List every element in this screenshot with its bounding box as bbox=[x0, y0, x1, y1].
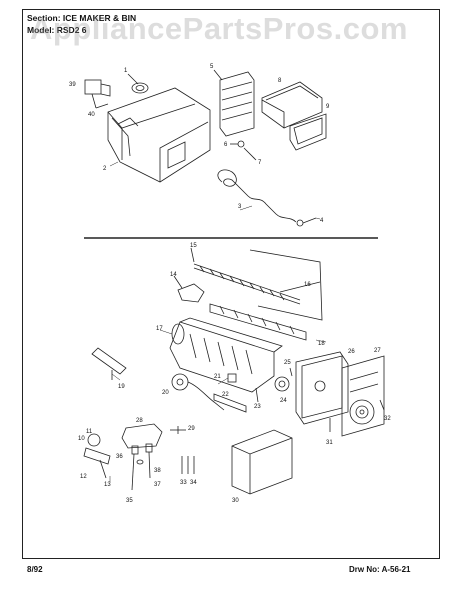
box-part-30 bbox=[231, 429, 293, 495]
part-label: 3 bbox=[238, 204, 242, 210]
mold-part-17 bbox=[169, 317, 283, 393]
part-label: 22 bbox=[222, 392, 229, 398]
part-label: 27 bbox=[374, 348, 381, 354]
tubes-part-36-37-38 bbox=[131, 451, 151, 491]
part-label: 28 bbox=[136, 418, 143, 424]
part-label: 36 bbox=[116, 454, 123, 460]
part-label: 31 bbox=[326, 440, 333, 446]
part-label: 12 bbox=[80, 474, 87, 480]
part-label: 35 bbox=[126, 498, 133, 504]
part-label: 39 bbox=[69, 82, 76, 88]
part-label: 8 bbox=[278, 78, 282, 84]
part-label: 40 bbox=[88, 112, 95, 118]
ejector-part-15 bbox=[190, 247, 301, 305]
screw-part-32 bbox=[379, 399, 385, 411]
screw-part-23 bbox=[255, 387, 259, 403]
part-label: 34 bbox=[190, 480, 197, 486]
shutoff-arm-part-14 bbox=[173, 275, 205, 303]
part-label: 5 bbox=[210, 64, 214, 70]
bearing-part-24 bbox=[274, 376, 290, 392]
footer-date: 8/92 bbox=[27, 565, 43, 574]
part-label: 21 bbox=[214, 374, 221, 380]
part-label: 30 bbox=[232, 498, 239, 504]
part-number-labels: 1 2 3 4 5 6 7 8 9 39 40 14 15 16 17 18 1… bbox=[69, 64, 391, 504]
module-part-27 bbox=[341, 355, 385, 437]
model-title: Model: RSD2 6 bbox=[27, 25, 87, 35]
part-label: 38 bbox=[154, 468, 161, 474]
diagram-frame bbox=[22, 9, 440, 559]
screws-part-33-34 bbox=[181, 456, 195, 474]
part-label: 13 bbox=[104, 482, 111, 488]
part-label: 20 bbox=[162, 390, 169, 396]
part-label: 25 bbox=[284, 360, 291, 366]
housing-part-26 bbox=[295, 351, 349, 425]
valve-part-28 bbox=[121, 423, 163, 455]
part-label: 37 bbox=[154, 482, 161, 488]
part-label: 2 bbox=[103, 166, 107, 172]
section-title: Section: ICE MAKER & BIN bbox=[27, 13, 137, 23]
part-label: 26 bbox=[348, 349, 355, 355]
switch-part-21 bbox=[227, 373, 237, 383]
valve-coil-part-10-13 bbox=[83, 433, 111, 479]
part-label: 10 bbox=[78, 436, 85, 442]
part-label: 24 bbox=[280, 398, 287, 404]
part-label: 14 bbox=[170, 272, 177, 278]
part-label: 15 bbox=[190, 243, 197, 249]
motor-part-39 bbox=[84, 79, 111, 109]
auger-part-5 bbox=[213, 69, 255, 137]
cover-part-9 bbox=[289, 113, 327, 151]
fill-cup-part-19 bbox=[91, 347, 127, 380]
part-label: 9 bbox=[326, 104, 330, 110]
heater-part-22 bbox=[213, 393, 247, 413]
part-label: 23 bbox=[254, 404, 261, 410]
footer-drawing-number: Drw No: A-56-21 bbox=[349, 565, 411, 574]
door-part-8 bbox=[261, 81, 323, 129]
part-label: 7 bbox=[258, 160, 262, 166]
cover-part-16 bbox=[249, 249, 323, 321]
part-label: 17 bbox=[156, 326, 163, 332]
part-label: 16 bbox=[304, 282, 311, 288]
screw-part-29 bbox=[170, 426, 186, 434]
watermark-text: AppliancePartsPros.com bbox=[30, 11, 408, 46]
part-label: 6 bbox=[224, 142, 228, 148]
ice-bin-part-1 bbox=[127, 73, 149, 94]
part-label: 11 bbox=[86, 429, 93, 435]
part-label: 18 bbox=[318, 341, 325, 347]
harness-part-3 bbox=[217, 169, 317, 227]
part-label: 1 bbox=[124, 68, 128, 74]
part-label: 19 bbox=[118, 384, 125, 390]
part-label: 32 bbox=[384, 416, 391, 422]
thermostat-part-20 bbox=[171, 373, 225, 411]
stripper-part-18 bbox=[209, 303, 307, 341]
part-label: 29 bbox=[188, 426, 195, 432]
ice-bin bbox=[107, 87, 211, 183]
part-label: 33 bbox=[180, 480, 187, 486]
screw-part-25 bbox=[289, 367, 293, 377]
nut-part-6 bbox=[230, 140, 257, 161]
leader-lines bbox=[109, 161, 327, 482]
part-label: 4 bbox=[320, 218, 324, 224]
